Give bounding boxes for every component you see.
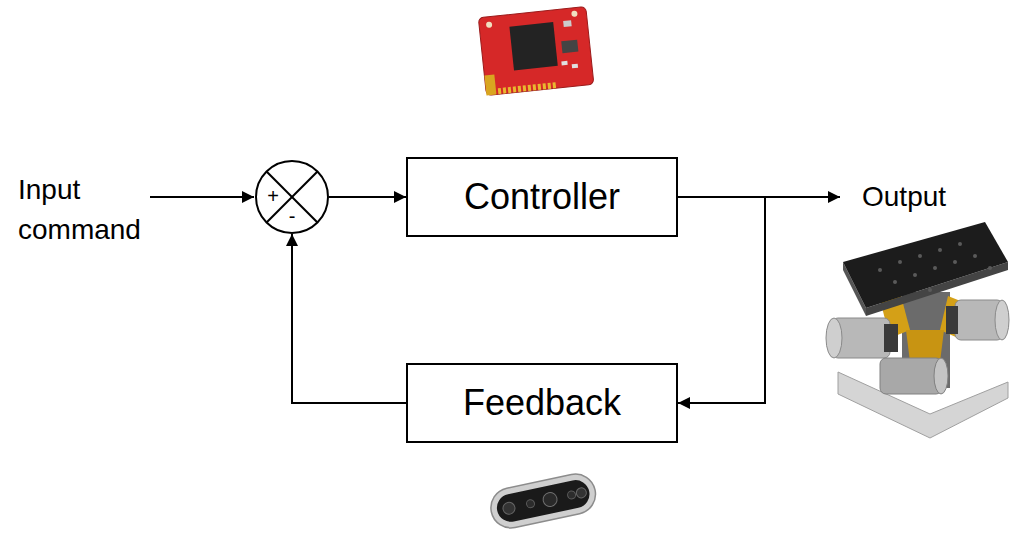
platform-robot [826, 222, 1009, 438]
process-box: Feedback [406, 363, 678, 443]
output-arrow [765, 196, 840, 198]
sign-symbol: - [285, 206, 299, 226]
signal-connector [678, 197, 765, 403]
input-label: Input command [18, 170, 168, 250]
output-label: Output [862, 177, 1002, 217]
summing-junction: +- [255, 160, 329, 234]
signal-connector [329, 196, 406, 198]
process-box: Controller [406, 157, 678, 237]
sign-symbol: + [266, 186, 280, 206]
input-arrow [150, 196, 254, 198]
box-label: Feedback [463, 383, 621, 423]
box-label: Controller [464, 177, 620, 217]
microcontroller-board [478, 7, 594, 96]
depth-camera [487, 470, 599, 531]
signal-connector [292, 234, 406, 403]
